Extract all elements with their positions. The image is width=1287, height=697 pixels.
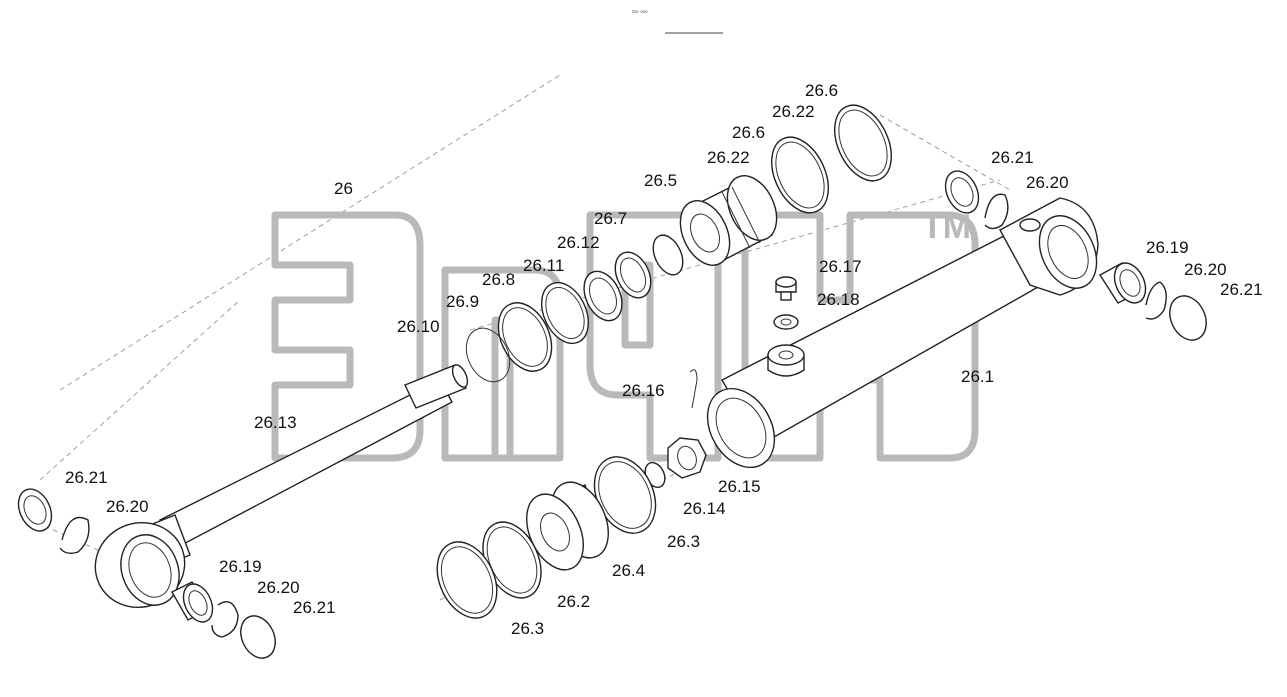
label-26-20-left: 26.20	[257, 578, 300, 597]
washer-26-18[interactable]	[773, 314, 799, 330]
label-26-20-right-top: 26.20	[1026, 173, 1069, 192]
cap-26-21-right[interactable]	[1163, 290, 1213, 346]
label-26-3-a: 26.3	[667, 532, 700, 551]
label-26: 26	[334, 179, 353, 198]
axis-line-left	[39, 299, 241, 481]
bush-26-19-right[interactable]	[1099, 258, 1152, 308]
header-tag: ▫₀ ₀₀₀	[632, 8, 648, 15]
label-26-2: 26.2	[557, 592, 590, 611]
label-26-17: 26.17	[819, 257, 862, 276]
barrel-26-1[interactable]	[694, 197, 1108, 479]
label-26-19-left: 26.19	[219, 557, 262, 576]
cap-26-21-left[interactable]	[234, 610, 282, 663]
circlip-26-20-left-top[interactable]	[59, 516, 90, 555]
label-26-4: 26.4	[612, 561, 645, 580]
circlip-26-20-left[interactable]	[211, 601, 239, 638]
nut-26-15[interactable]	[667, 437, 707, 479]
gland-26-5[interactable]	[671, 168, 787, 273]
trademark-mark: TM	[922, 208, 971, 246]
label-26-1: 26.1	[961, 367, 994, 386]
label-26-21-left-top: 26.21	[65, 468, 108, 487]
circlip-26-20-right-top[interactable]	[984, 193, 1009, 230]
piston-26-4[interactable]	[515, 473, 619, 579]
axis-line-right	[879, 114, 1011, 191]
gland-o-ring[interactable]	[647, 230, 688, 279]
label-26-20-left-top: 26.20	[106, 497, 149, 516]
label-26-21-right-top: 26.21	[991, 148, 1034, 167]
rod-eye	[94, 521, 186, 609]
backup-ring-26-22[interactable]	[760, 128, 839, 222]
label-26-3-b: 26.3	[511, 619, 544, 638]
label-26-15: 26.15	[718, 477, 761, 496]
label-26-12: 26.12	[557, 233, 600, 252]
label-26-6-a: 26.6	[805, 81, 838, 100]
seal-26-9[interactable]	[458, 321, 518, 389]
cap-26-21-right-top[interactable]	[939, 166, 985, 219]
seal-26-11[interactable]	[532, 275, 597, 351]
label-26-10: 26.10	[397, 317, 440, 336]
label-26-18: 26.18	[817, 290, 860, 309]
gland-ring-26-7[interactable]	[608, 246, 657, 303]
label-26-9: 26.9	[446, 292, 479, 311]
rod-26-13[interactable]	[149, 363, 471, 566]
label-26-6-b: 26.6	[732, 123, 765, 142]
label-26-13: 26.13	[254, 413, 297, 432]
plug-26-17[interactable]	[775, 276, 797, 301]
piston-seal-26-3-lower[interactable]	[426, 532, 509, 627]
label-26-16: 26.16	[622, 381, 665, 400]
circlip-26-20-right[interactable]	[1145, 281, 1167, 320]
label-26-7: 26.7	[594, 209, 627, 228]
label-26-20-right: 26.20	[1184, 260, 1227, 279]
guide-ring-26-2[interactable]	[472, 513, 553, 607]
label-26-21-right: 26.21	[1220, 280, 1263, 299]
port-boss	[767, 344, 805, 377]
label-26-22-a: 26.22	[772, 102, 815, 121]
wiper-26-6[interactable]	[823, 96, 902, 190]
label-26-11: 26.11	[523, 256, 564, 275]
axis-line-top	[59, 74, 561, 391]
seal-26-12[interactable]	[577, 265, 630, 326]
label-26-22-b: 26.22	[707, 148, 750, 167]
label-26-8: 26.8	[482, 270, 515, 289]
label-26-21-left: 26.21	[293, 598, 336, 617]
pin-26-16[interactable]	[689, 369, 698, 409]
bush-26-19-left[interactable]	[171, 579, 218, 626]
label-26-5: 26.5	[644, 171, 677, 190]
label-26-14: 26.14	[683, 499, 726, 518]
label-26-19-right: 26.19	[1146, 238, 1189, 257]
seal-26-8[interactable]	[488, 294, 562, 380]
cap-26-21-left-top[interactable]	[12, 484, 58, 537]
